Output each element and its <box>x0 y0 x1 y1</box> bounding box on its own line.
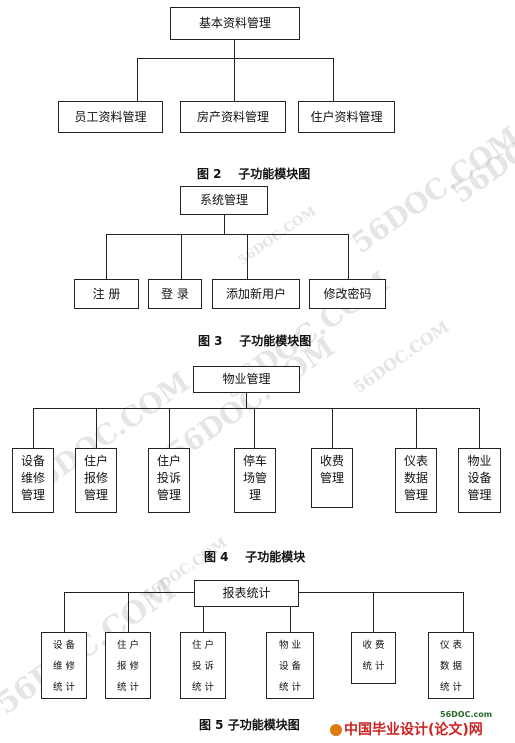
connector <box>247 234 248 279</box>
connector <box>224 215 225 234</box>
site-brand-text: 中国毕业设计(论文)网 <box>344 722 483 738</box>
fig4-child-node: 设备 维修 管理 <box>12 448 54 513</box>
connector <box>106 234 107 279</box>
connector <box>463 592 464 632</box>
connector <box>169 408 170 448</box>
connector <box>128 592 129 632</box>
site-logo-icon <box>330 724 342 736</box>
fig3-child-node: 修改密码 <box>309 279 386 309</box>
connector <box>137 58 333 59</box>
fig2-child-node: 住户资料管理 <box>298 101 395 133</box>
connector <box>332 408 333 448</box>
connector <box>181 234 182 279</box>
fig3-caption: 图 3 子功能模块图 <box>198 334 312 348</box>
fig5-child-node: 设 备 维 修 统 计 <box>41 632 87 699</box>
fig3-child-node: 添加新用户 <box>212 279 300 309</box>
fig2-root-node: 基本资料管理 <box>170 7 300 40</box>
fig4-child-node: 住户 投诉 管理 <box>148 448 190 513</box>
connector <box>246 393 247 408</box>
connector <box>64 592 194 593</box>
connector <box>33 408 479 409</box>
fig3-child-node: 注 册 <box>74 279 139 309</box>
site-url: 56DOC.com <box>440 710 493 719</box>
connector <box>479 408 480 448</box>
fig4-child-node: 物业 设备 管理 <box>458 448 501 513</box>
fig5-child-node: 物 业 设 备 统 计 <box>266 632 314 699</box>
connector <box>299 592 463 593</box>
fig5-root-node: 报表统计 <box>194 580 299 607</box>
fig4-caption: 图 4 子功能模块 <box>204 550 306 564</box>
connector <box>416 408 417 448</box>
watermark: 56DOC.COM <box>349 317 453 398</box>
watermark: 56DOC.COM <box>0 572 183 722</box>
fig2-child-node: 房产资料管理 <box>180 101 286 133</box>
connector <box>333 58 334 101</box>
connector <box>106 234 348 235</box>
fig5-child-node: 收 费 统 计 <box>351 632 396 684</box>
fig5-child-node: 住 户 投 诉 统 计 <box>180 632 226 699</box>
connector <box>137 58 138 101</box>
fig2-caption: 图 2 子功能模块图 <box>197 167 311 181</box>
fig2-child-node: 员工资料管理 <box>58 101 163 133</box>
connector <box>290 607 291 632</box>
fig4-child-node: 仪表 数据 管理 <box>395 448 437 513</box>
connector <box>96 408 97 448</box>
connector <box>203 607 204 632</box>
fig5-child-node: 仪 表 数 据 统 计 <box>428 632 474 699</box>
fig4-child-node: 停车 场管 理 <box>234 448 276 513</box>
connector <box>254 408 255 448</box>
fig4-child-node: 住户 报修 管理 <box>75 448 117 513</box>
connector <box>234 40 235 58</box>
fig3-root-node: 系统管理 <box>180 186 268 215</box>
connector <box>33 408 34 448</box>
fig4-root-node: 物业管理 <box>193 366 300 393</box>
fig5-caption: 图 5 子功能模块图 <box>199 718 300 732</box>
fig5-child-node: 住 户 报 修 统 计 <box>105 632 151 699</box>
connector <box>348 234 349 279</box>
fig4-child-node: 收费 管理 <box>311 448 353 508</box>
connector <box>234 58 235 101</box>
fig3-child-node: 登 录 <box>148 279 202 309</box>
connector <box>64 592 65 632</box>
site-brand: 中国毕业设计(论文)网 <box>330 719 483 739</box>
connector <box>373 592 374 632</box>
